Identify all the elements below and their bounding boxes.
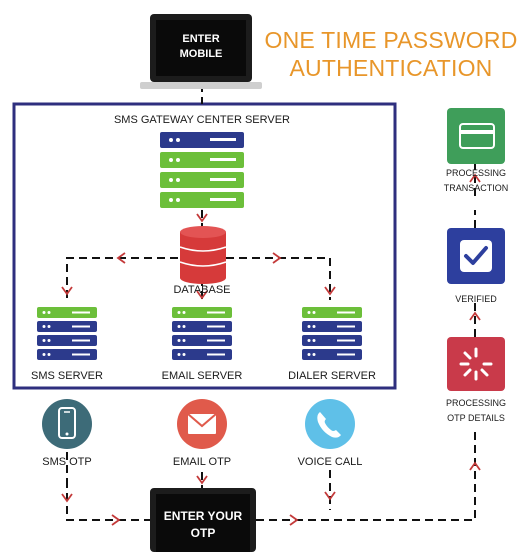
arrow-gateway-to-db	[196, 213, 208, 223]
phone-icon	[305, 399, 355, 449]
connectors	[66, 84, 476, 521]
arrow-up-right-2	[469, 311, 481, 321]
enter-otp-text: ENTER YOUR OTP	[163, 509, 243, 540]
processing-transaction-line2: TRANSACTION	[443, 183, 509, 193]
database-label: DATABASE	[173, 284, 231, 296]
arrow-up-right-4	[469, 173, 481, 183]
gateway-server-stack	[160, 132, 244, 208]
processing-otp-line2: OTP DETAILS	[447, 413, 505, 423]
arrow-laptop-right	[289, 514, 299, 526]
arrow-email-otp-down	[196, 475, 208, 485]
arrow-db-right	[272, 252, 282, 264]
arrow-to-sms-server	[61, 286, 73, 296]
arrow-markers	[61, 173, 481, 526]
arrow-voice-call-down	[324, 491, 336, 501]
arrow-to-email-server	[196, 290, 208, 300]
bottom-laptop	[150, 488, 256, 552]
credit-card-icon	[447, 108, 505, 164]
arrow-sms-otp-down	[61, 493, 73, 503]
title-line-2: AUTHENTICATION	[289, 55, 493, 81]
email-server-label: EMAIL SERVER	[161, 370, 243, 382]
dialer-server-stack	[302, 307, 362, 360]
enter-mobile-text: ENTER MOBILE	[179, 33, 223, 60]
arrow-to-dialer-server	[324, 286, 336, 296]
arrow-up-right-1	[469, 461, 481, 471]
sms-otp-label: SMS OTP	[42, 456, 92, 468]
top-laptop	[140, 14, 262, 89]
checkmark-icon	[447, 228, 505, 284]
processing-transaction-label: PROCESSING TRANSACTION	[426, 166, 520, 196]
diagram-title: ONE TIME PASSWORD AUTHENTICATION	[262, 26, 520, 82]
verified-label: VERIFIED	[455, 294, 497, 304]
mobile-phone-icon	[42, 399, 92, 449]
sms-server-stack	[37, 307, 97, 360]
voice-call-label: VOICE CALL	[297, 456, 363, 468]
arrow-db-left	[116, 252, 126, 264]
database-icon	[179, 226, 227, 284]
server-box	[12, 102, 397, 390]
sms-server-label: SMS SERVER	[31, 370, 103, 382]
processing-otp-line1: PROCESSING	[445, 398, 506, 408]
loading-spinner-icon	[447, 337, 505, 391]
title-line-1: ONE TIME PASSWORD	[264, 27, 518, 53]
processing-transaction-line1: PROCESSING	[445, 168, 506, 178]
arrow-to-bottom-laptop	[111, 514, 121, 526]
email-otp-label: EMAIL OTP	[172, 456, 232, 468]
email-server-stack	[172, 307, 232, 360]
envelope-icon	[177, 399, 227, 449]
gateway-label: SMS GATEWAY CENTER SERVER	[113, 114, 291, 126]
processing-otp-details-label: PROCESSING OTP DETAILS	[426, 396, 520, 426]
dialer-server-label: DIALER SERVER	[288, 370, 376, 382]
